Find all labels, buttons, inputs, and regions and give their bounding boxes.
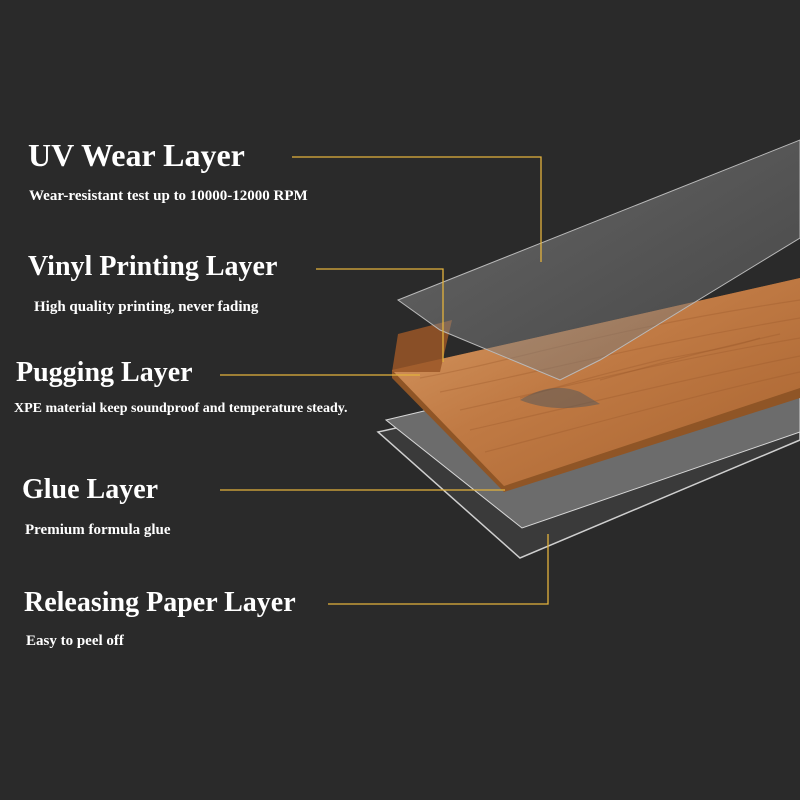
uv-wear-film xyxy=(396,139,800,381)
glue-layer-title: Glue Layer xyxy=(22,474,159,505)
pugging-layer-description: XPE material keep soundproof and tempera… xyxy=(14,401,348,416)
vinyl-printing-layer-surface xyxy=(392,278,800,486)
leader-releasing-paper xyxy=(328,534,549,605)
leader-vinyl-printing xyxy=(316,268,444,362)
uv-wear-layer-title: UV Wear Layer xyxy=(28,137,245,173)
leader-uv-wear xyxy=(292,156,542,262)
releasing-paper-layer-title: Releasing Paper Layer xyxy=(24,587,296,618)
glue-layer-description: Premium formula glue xyxy=(25,522,171,538)
vinyl-printing-layer-title: Vinyl Printing Layer xyxy=(28,251,278,282)
uv-film-curl xyxy=(520,387,600,409)
uv-wear-layer-description: Wear-resistant test up to 10000-12000 RP… xyxy=(29,188,308,204)
vinyl-printing-layer-description: High quality printing, never fading xyxy=(34,299,259,315)
vinyl-printing-peel xyxy=(392,320,452,372)
wood-grain xyxy=(419,299,800,453)
pugging-layer-title: Pugging Layer xyxy=(16,357,193,388)
releasing-paper-layer-description: Easy to peel off xyxy=(26,633,124,649)
leader-lines xyxy=(220,156,549,605)
